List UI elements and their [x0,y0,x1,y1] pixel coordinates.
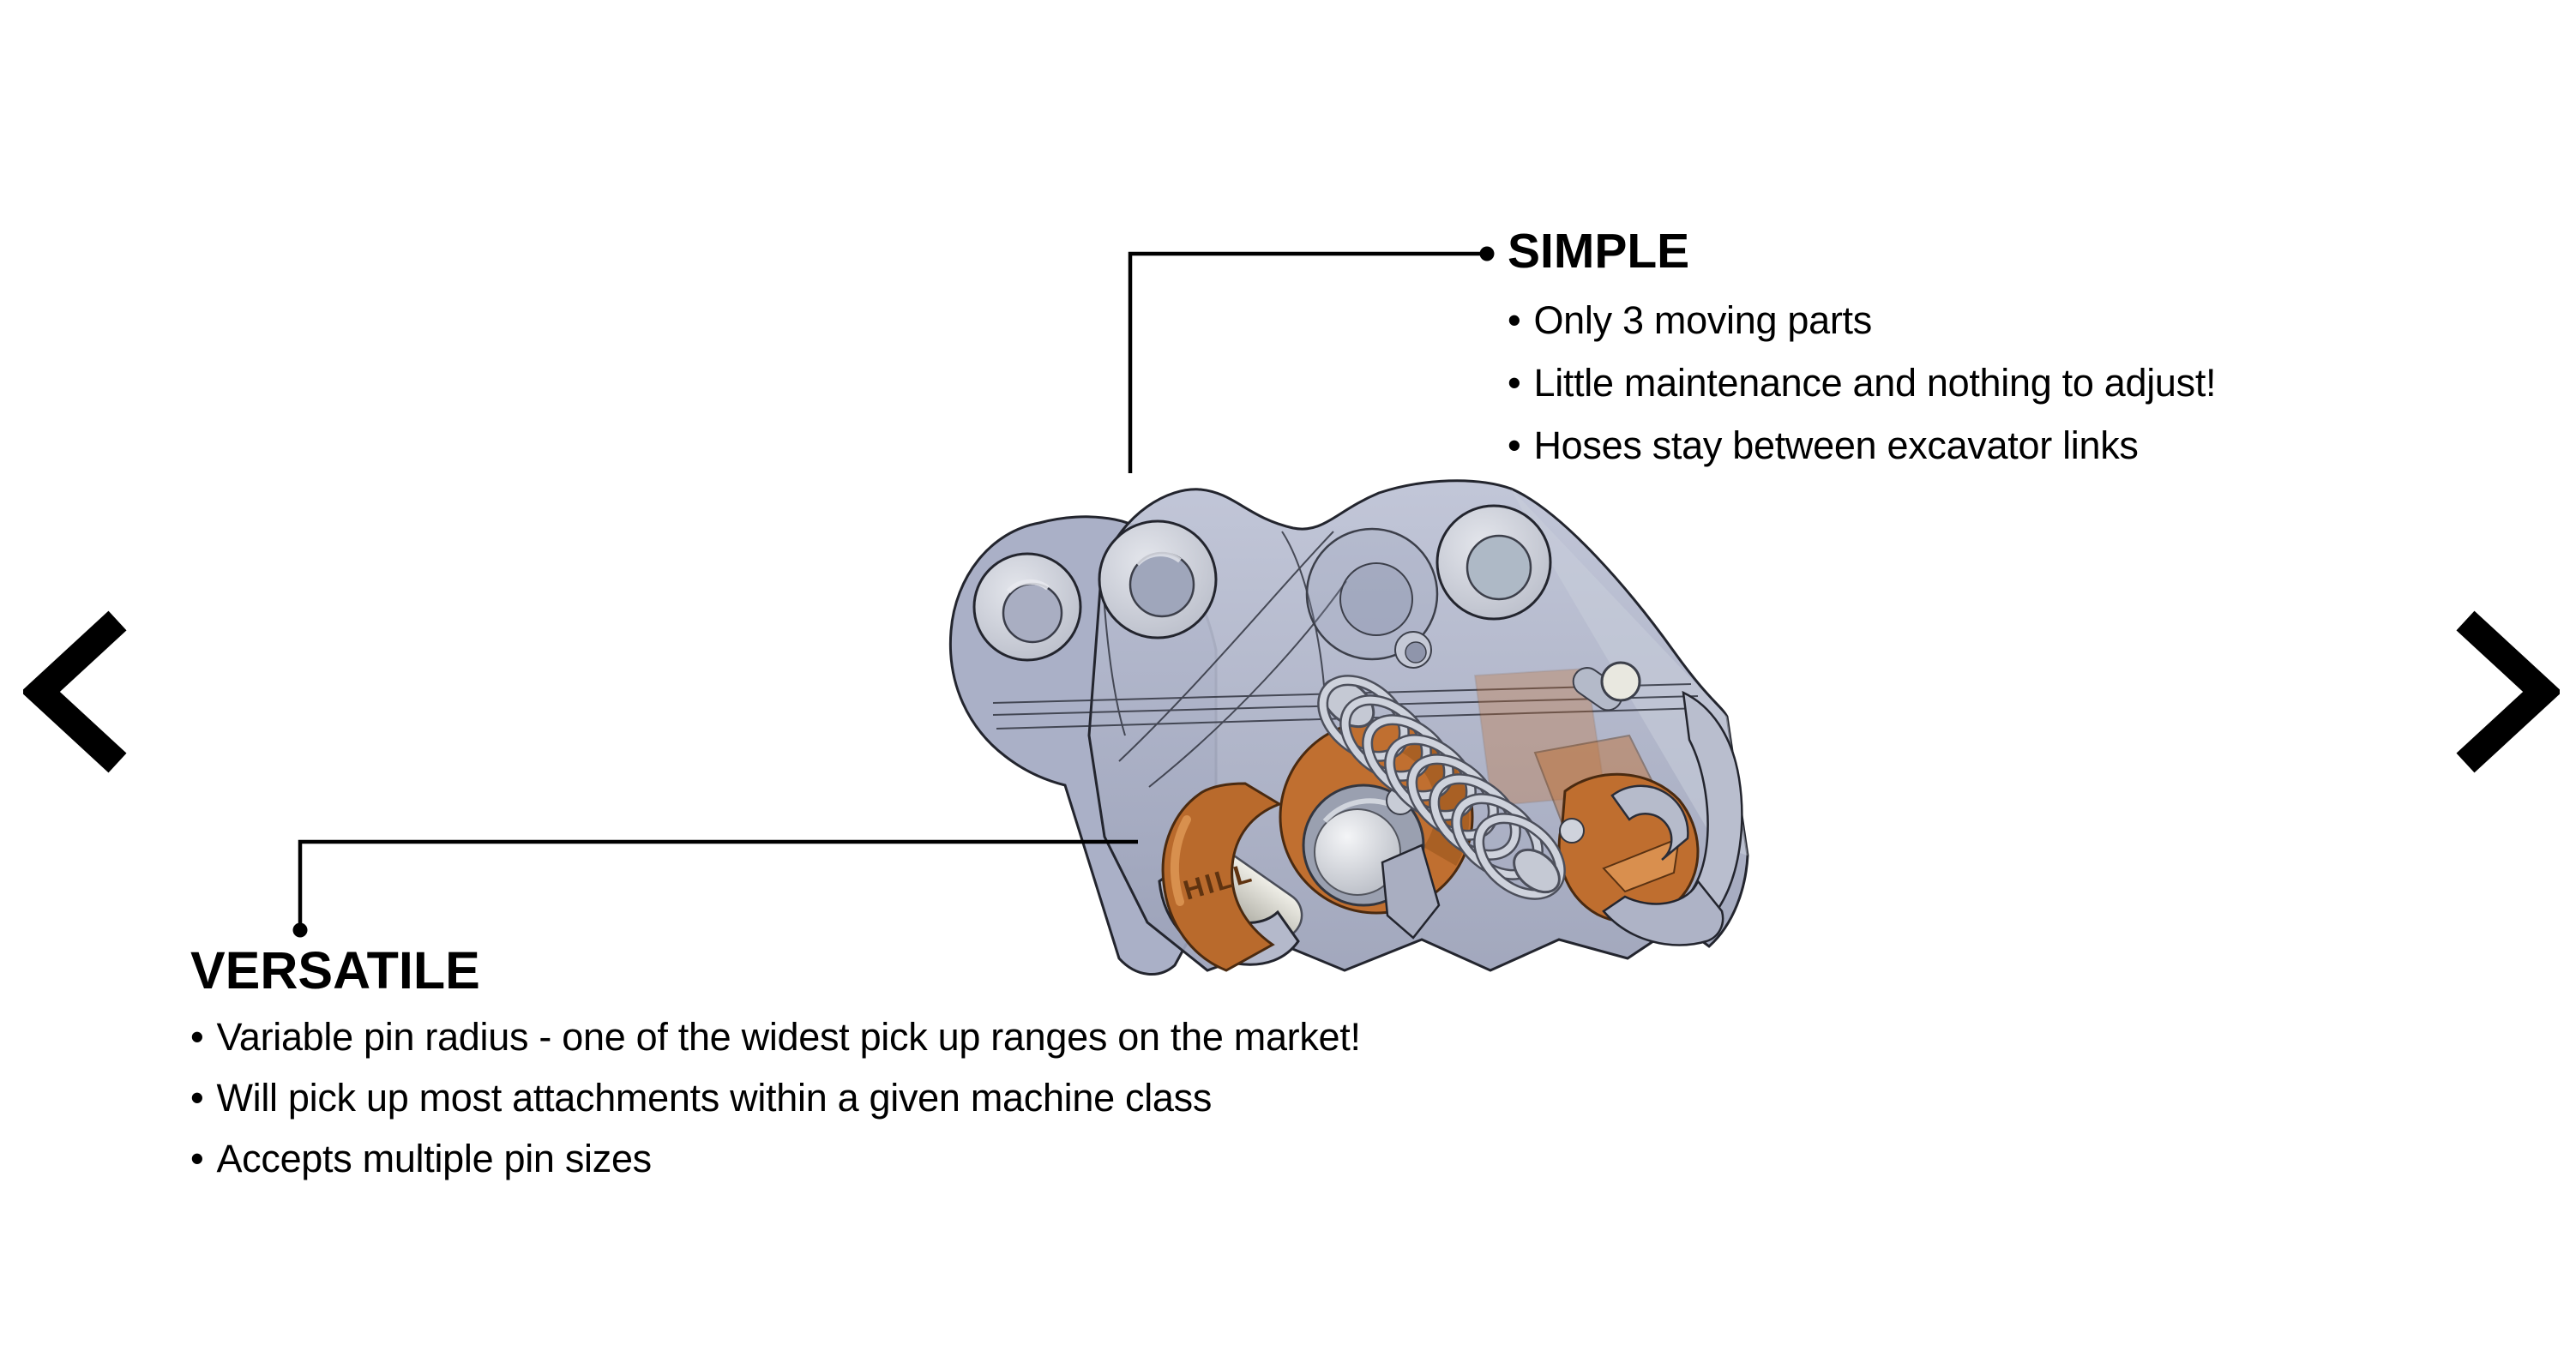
versatile-bullet-list: • Variable pin radius - one of the wides… [190,1006,1361,1189]
cam-pin [1314,808,1401,896]
prev-arrow-button[interactable] [21,606,130,773]
simple-heading: SIMPLE [1508,224,1690,279]
list-item: • Accepts multiple pin sizes [190,1128,1361,1189]
versatile-leader-dot [292,922,308,938]
coupler-3d-model: HILL [943,478,1749,980]
list-item: • Hoses stay between excavator links [1508,414,2216,477]
pin-holes [1098,504,1552,669]
bullet-icon: • [1508,298,1521,342]
simple-bullet-list: • Only 3 moving parts • Little maintenan… [1508,289,2217,477]
bullet-text: Accepts multiple pin sizes [216,1137,652,1180]
bullet-text: Variable pin radius - one of the widest … [216,1015,1361,1059]
simple-leader-dot [1479,246,1495,261]
coil-spring [1308,665,1574,910]
bullet-text: Hoses stay between excavator links [1533,423,2139,467]
center-wedge [1381,844,1441,940]
bullet-icon: • [190,1137,204,1180]
bullet-icon: • [1508,361,1521,405]
next-arrow-button[interactable] [2453,606,2562,773]
simple-leader-line [1128,251,1487,473]
rear-hook [1602,879,1724,946]
rear-jaw-orange [1533,734,1700,923]
bullet-text: Only 3 moving parts [1533,298,1872,342]
list-item: • Will pick up most attachments within a… [190,1067,1361,1128]
list-item: • Only 3 moving parts [1508,289,2216,351]
callout-simple: SIMPLE • Only 3 moving parts • Little ma… [1508,224,2217,477]
list-item: • Little maintenance and nothing to adju… [1508,351,2217,414]
list-item: • Variable pin radius - one of the wides… [190,1006,1361,1067]
bullet-icon: • [1508,423,1521,467]
bullet-text: Little maintenance and nothing to adjust… [1533,361,2217,405]
retaining-pin [1572,661,1641,712]
chevron-left-icon [21,610,127,773]
bullet-icon: • [190,1015,204,1059]
coupler-3d-model-svg: HILL [948,479,1749,976]
bullet-icon: • [190,1076,204,1120]
bullet-text: Will pick up most attachments within a g… [216,1076,1213,1120]
ghost-hole-3 [1305,527,1439,661]
versatile-heading: VERSATILE [190,941,480,1000]
chevron-right-icon [2456,610,2562,773]
callout-versatile: VERSATILE • Variable pin radius - one of… [190,943,1361,1189]
